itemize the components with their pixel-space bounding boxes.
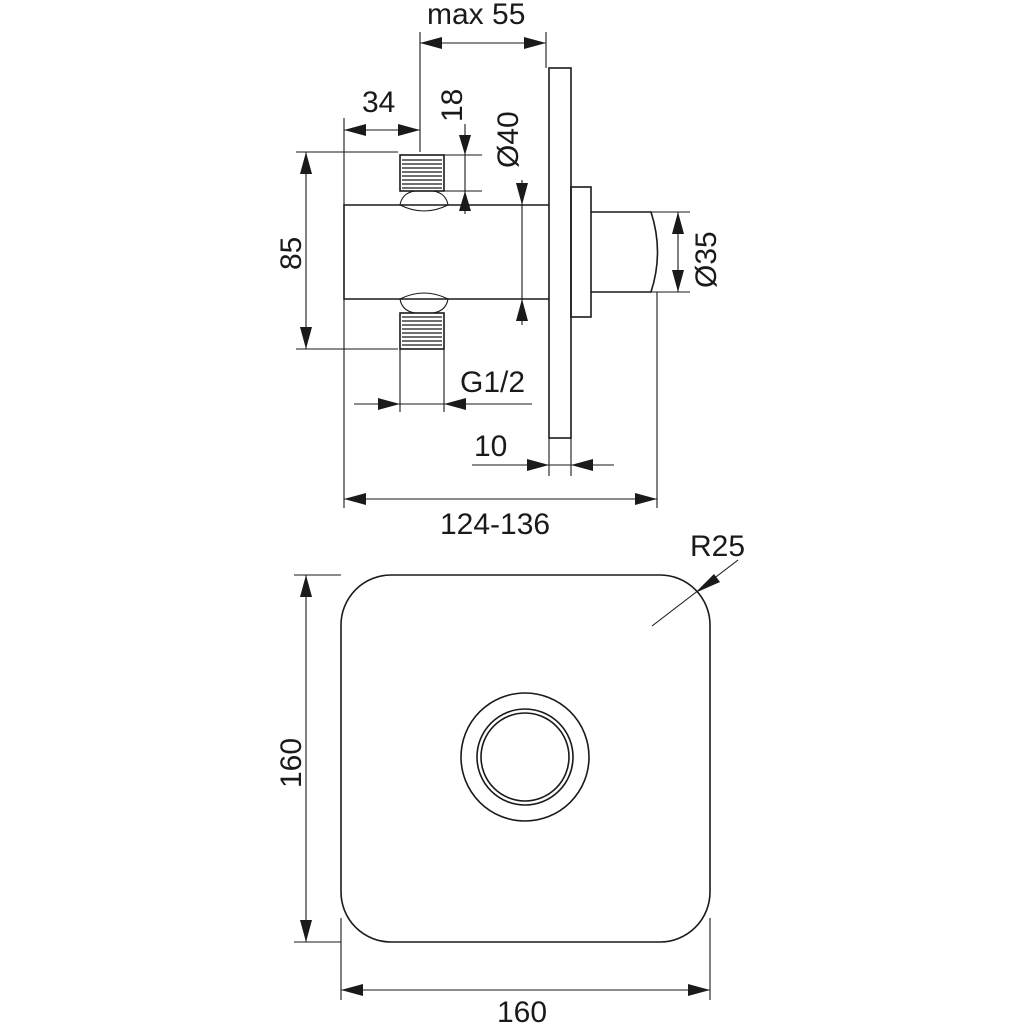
wall-plate <box>548 67 572 439</box>
dim-length-label: 124-136 <box>440 508 550 541</box>
dim-width-160: 160 <box>340 918 711 1024</box>
dim-34-label: 34 <box>362 86 395 119</box>
push-button <box>591 211 659 293</box>
button-inner-ring <box>480 712 570 802</box>
top-port-saddle <box>399 190 449 212</box>
dim-d35: Ø35 <box>651 211 723 293</box>
side-view: max 55 34 18 Ø40 <box>275 0 723 541</box>
dim-height-160: 160 <box>275 574 341 943</box>
dim-18-label: 18 <box>436 89 469 122</box>
dim-max-55-label: max 55 <box>427 0 525 31</box>
dim-d40-label: Ø40 <box>492 111 525 168</box>
dim-r25: R25 <box>651 530 745 627</box>
dim-r25-label: R25 <box>690 530 745 563</box>
dim-d40: Ø40 <box>492 111 528 325</box>
dim-g12-label: G1/2 <box>460 366 525 399</box>
bottom-port-saddle <box>399 292 449 314</box>
dim-34: 34 <box>343 86 420 205</box>
dim-g12: G1/2 <box>354 349 532 412</box>
dim-length: 124-136 <box>343 292 658 541</box>
dim-width-160-label: 160 <box>497 996 547 1024</box>
dim-max-55: max 55 <box>419 0 547 152</box>
dim-85-label: 85 <box>275 237 308 270</box>
button-middle-ring <box>476 708 574 806</box>
dim-10-label: 10 <box>474 430 507 463</box>
dim-18: 18 <box>436 89 482 214</box>
front-view: R25 160 160 <box>275 530 745 1024</box>
dim-85: 85 <box>275 151 398 350</box>
valve-body <box>343 204 549 300</box>
cover-plate <box>340 574 711 943</box>
dim-d35-label: Ø35 <box>690 231 723 288</box>
bottom-threaded-inlet <box>399 312 445 350</box>
top-threaded-inlet <box>399 154 445 192</box>
dim-10: 10 <box>472 430 614 476</box>
dim-height-160-label: 160 <box>275 738 308 788</box>
collar <box>570 186 592 318</box>
button-outer-ring <box>460 692 590 822</box>
